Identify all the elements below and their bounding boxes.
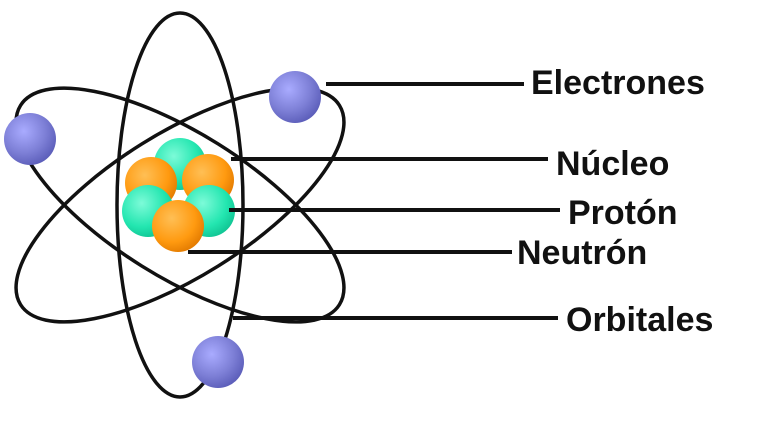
label-orbitals: Orbitales <box>566 301 714 339</box>
label-neutron: Neutrón <box>517 234 648 272</box>
proton-particle <box>152 200 204 252</box>
orbit-diagonal-b <box>14 86 346 324</box>
electron <box>269 71 321 123</box>
electrons <box>4 71 321 388</box>
orbit-vertical <box>115 11 245 399</box>
nucleus <box>122 138 235 252</box>
electron <box>192 336 244 388</box>
label-nucleus: Núcleo <box>556 145 670 183</box>
label-proton: Protón <box>568 194 678 232</box>
orbits <box>14 11 346 399</box>
label-electrons: Electrones <box>531 64 705 102</box>
orbit-diagonal-a <box>14 86 346 324</box>
leader-lines <box>188 82 560 320</box>
electron <box>4 113 56 165</box>
